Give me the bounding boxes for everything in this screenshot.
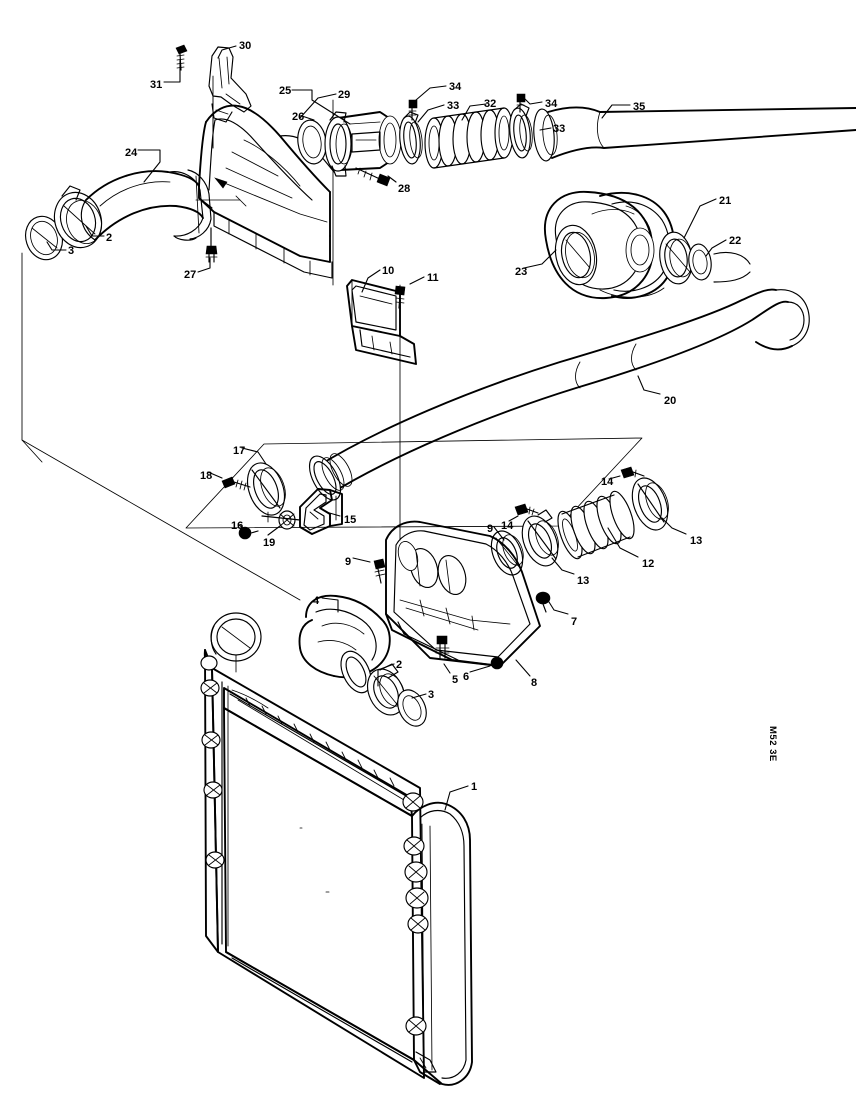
callout-23: 23 — [515, 266, 528, 278]
callout-14-b: 14 — [601, 476, 614, 488]
callout-13-outer: 13 — [690, 535, 703, 547]
callout-3-upper: 3 — [68, 245, 75, 257]
callout-9-left: 9 — [345, 556, 352, 568]
screw-11 — [394, 285, 406, 309]
cooler-right-mounts — [402, 792, 429, 1036]
callout-16: 16 — [231, 520, 244, 532]
callout-2-upper: 2 — [106, 232, 113, 244]
callout-28: 28 — [398, 183, 411, 195]
screw-7 — [535, 591, 551, 613]
screw-34a — [408, 99, 418, 121]
screw-31 — [175, 44, 188, 71]
callout-14-a: 14 — [501, 520, 514, 532]
callout-20: 20 — [664, 395, 677, 407]
callout-4: 4 — [313, 595, 320, 607]
callout-34-a: 34 — [449, 81, 462, 93]
screw-14b — [620, 466, 645, 479]
leader-lines — [46, 45, 727, 811]
callout-11: 11 — [427, 272, 439, 284]
callout-12: 12 — [642, 558, 655, 570]
mid-bracket-group — [185, 437, 643, 540]
charge-air-cooler-1 — [200, 612, 473, 1086]
intake-manifold-29 — [195, 104, 335, 279]
bellows-lower-assembly — [490, 466, 669, 576]
callout-29: 29 — [338, 89, 351, 101]
callout-30: 30 — [239, 40, 252, 52]
callout-32: 32 — [484, 98, 497, 110]
callout-7: 7 — [571, 616, 578, 628]
stud-27 — [205, 227, 218, 263]
callout-3: 3 — [428, 689, 435, 701]
callout-25: 25 — [279, 85, 292, 97]
throttle-housing-25 — [297, 111, 402, 187]
air-pipe-35 — [547, 106, 856, 159]
washer-19 — [278, 510, 296, 530]
screw-14a — [514, 503, 539, 516]
callout-33-a: 33 — [447, 100, 460, 112]
callout-31: 31 — [150, 79, 163, 91]
drawing-number: M52 3E — [767, 726, 778, 762]
callout-19: 19 — [263, 537, 276, 549]
upper-elbow-assembly — [25, 169, 212, 261]
bellows-upper-assembly — [399, 93, 558, 169]
callout-24: 24 — [125, 147, 138, 159]
nut-16 — [238, 526, 259, 540]
callout-10: 10 — [382, 265, 395, 277]
callout-8: 8 — [531, 677, 538, 689]
nut-6 — [490, 656, 504, 670]
callout-17: 17 — [233, 445, 246, 457]
elbow-hose-4 — [298, 594, 427, 727]
callout-22: 22 — [729, 235, 742, 247]
callout-1: 1 — [471, 781, 478, 793]
callout-9-right: 9 — [487, 523, 494, 535]
callout-2: 2 — [396, 659, 403, 671]
callout-35: 35 — [633, 101, 646, 113]
callout-27: 27 — [184, 269, 197, 281]
support-arm-assembly — [175, 44, 252, 149]
callout-13-inner: 13 — [577, 575, 590, 587]
lower-manifold-8 — [373, 520, 551, 670]
screw-5 — [435, 635, 450, 659]
callout-34-b: 34 — [545, 98, 558, 110]
screw-18 — [221, 476, 251, 491]
callout-33-b: 33 — [553, 123, 566, 135]
air-duct-hose-20 — [308, 288, 810, 501]
bolt-9-left — [373, 558, 386, 584]
callout-5: 5 — [452, 674, 459, 686]
mounting-bracket-10 — [346, 279, 417, 365]
screw-28 — [355, 167, 391, 187]
cooler-left-mounts — [200, 655, 225, 869]
bellows-12 — [557, 490, 635, 560]
callout-15: 15 — [344, 514, 357, 526]
callout-18: 18 — [200, 470, 213, 482]
screw-34b — [516, 93, 526, 113]
callout-21: 21 — [719, 195, 732, 207]
turbocharger-assembly — [544, 191, 751, 299]
bellows-32 — [424, 107, 514, 169]
callout-26: 26 — [292, 111, 305, 123]
callout-6: 6 — [463, 671, 470, 683]
